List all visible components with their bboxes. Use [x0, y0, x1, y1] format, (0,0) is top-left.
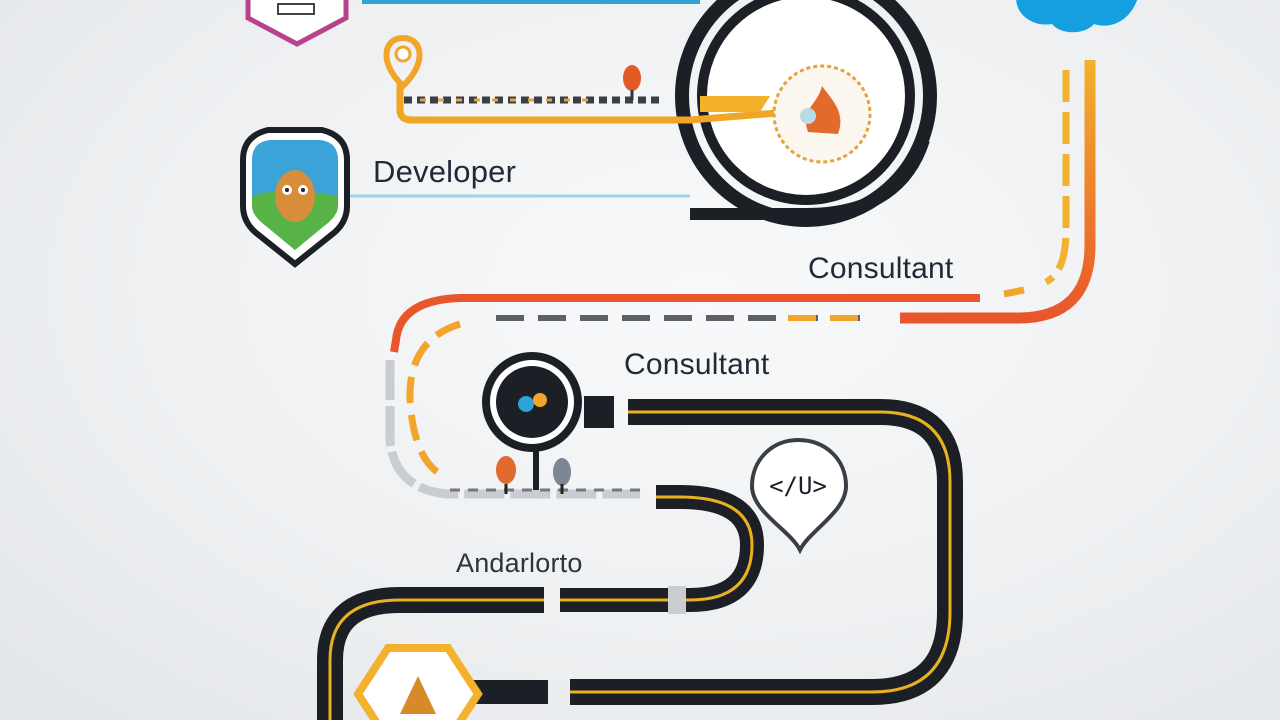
left-grey-curve: [385, 360, 640, 499]
milestone-consultant-top-label: Consultant: [808, 252, 954, 285]
milestone-developer-label: Developer: [373, 154, 517, 189]
right-vertical-path: [900, 60, 1096, 324]
location-pin-icon: [383, 34, 423, 91]
milestone-architect-label: Andarlorto: [456, 548, 583, 578]
left-dashed-curve: [406, 320, 462, 480]
consultant-track: [390, 294, 980, 353]
warning-hexagon-icon: [353, 644, 483, 720]
right-inner-dashed: [1044, 70, 1070, 286]
code-pin-icon: </U>: [749, 437, 849, 555]
flame-medallion-icon: [772, 64, 872, 164]
figures-icon: [496, 456, 571, 494]
cloud-icon: [1016, 0, 1138, 33]
milestone-consultant-mid-label: Consultant: [624, 348, 770, 381]
mascot-shield-icon: [240, 127, 350, 268]
certificate-hexagon-icon: [245, 0, 349, 47]
code-icon-text: </U>: [769, 472, 827, 500]
orange-track: [396, 82, 791, 124]
tech-circle-icon: [482, 352, 582, 490]
traveler-figure-icon: [623, 65, 641, 100]
